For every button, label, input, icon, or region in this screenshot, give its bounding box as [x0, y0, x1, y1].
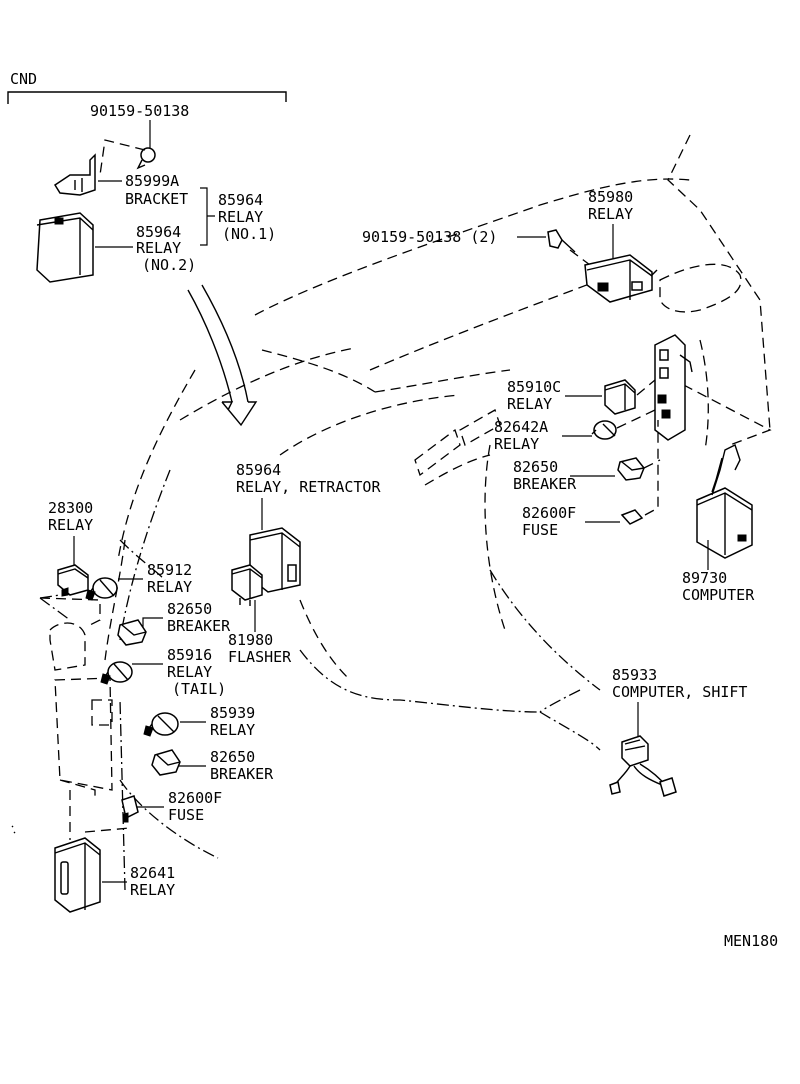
part-number: 85964	[236, 461, 281, 479]
part-82600f-fuse-right: 82600F FUSE	[522, 420, 659, 539]
direction-arrow	[187, 284, 258, 427]
part-85999a-bracket: 85999A BRACKET	[53, 153, 188, 208]
part-name: RELAY	[147, 578, 192, 596]
part-85964-relay-no2: 85964 RELAY (NO.2)	[36, 212, 196, 283]
vehicle-body-centerlines	[39, 469, 601, 891]
part-name: RELAY	[130, 881, 175, 899]
part-number: 85910C	[507, 378, 561, 396]
part-name: BREAKER	[210, 765, 274, 783]
part-number: 90159-50138 (2)	[362, 228, 497, 246]
part-name: COMPUTER, SHIFT	[612, 683, 747, 701]
part-name: BREAKER	[513, 475, 577, 493]
part-name: RELAY	[218, 208, 263, 226]
part-number: 81980	[228, 631, 273, 649]
part-85939-relay: 85939 RELAY	[143, 704, 255, 739]
part-number: 82600F	[168, 789, 222, 807]
part-number: 82641	[130, 864, 175, 882]
part-name: RELAY	[210, 721, 255, 739]
part-name: BREAKER	[167, 617, 231, 635]
part-85916-relay-tail: 85916 RELAY (TAIL)	[100, 646, 226, 698]
part-number: 85916	[167, 646, 212, 664]
part-85964-relay-no1: 85964 RELAY (NO.1)	[200, 187, 276, 246]
part-name: RELAY	[507, 395, 552, 413]
part-name: RELAY	[588, 205, 633, 223]
part-number: 85933	[612, 666, 657, 684]
part-85933-computer-shift: 85933 COMPUTER, SHIFT	[609, 666, 747, 797]
part-number: 89730	[682, 569, 727, 587]
part-name: RELAY	[136, 239, 181, 257]
part-number: 82600F	[522, 504, 576, 522]
part-number: 82642A	[494, 418, 548, 436]
part-name: RELAY	[167, 663, 212, 681]
part-name: FUSE	[168, 806, 204, 824]
part-name: RELAY	[494, 435, 539, 453]
part-82641-relay: 82641 RELAY	[54, 837, 175, 913]
part-82650-breaker-right: 82650 BREAKER	[513, 457, 661, 493]
part-name: BRACKET	[125, 190, 188, 208]
part-note: (NO.2)	[142, 256, 196, 274]
part-85912-relay: 85912 RELAY	[85, 561, 192, 601]
part-number: 85939	[210, 704, 255, 722]
part-82650-breaker-left-2: 82650 BREAKER	[151, 748, 274, 783]
part-name: RELAY, RETRACTOR	[236, 478, 381, 496]
part-89730-computer: 89730 COMPUTER	[682, 444, 755, 604]
right-fuse-block	[654, 334, 693, 441]
part-number: 82650	[210, 748, 255, 766]
part-90159-top: 90159-50138	[90, 102, 189, 176]
left-fuse-box-outline	[39, 597, 131, 840]
part-85980-relay: 85980 RELAY	[584, 188, 658, 303]
part-name: COMPUTER	[682, 586, 755, 604]
part-82600f-fuse-left: 82600F FUSE	[121, 789, 222, 824]
part-name: FUSE	[522, 521, 558, 539]
cnd-label: CND	[10, 70, 37, 88]
part-number: 85912	[147, 561, 192, 579]
part-number: 85964	[218, 191, 263, 209]
part-81980-flasher: 81980 FLASHER	[228, 564, 292, 666]
part-number: 90159-50138	[90, 102, 189, 120]
part-90159-mid: 90159-50138 (2)	[362, 228, 591, 266]
part-number: 85999A	[125, 172, 179, 190]
cnd-group: CND	[7, 70, 287, 104]
drawing-code: MEN180	[724, 932, 778, 950]
stray-mark	[11, 825, 16, 834]
part-note: (NO.1)	[222, 225, 276, 243]
part-name: FLASHER	[228, 648, 292, 666]
part-82650-breaker-left-1: 82650 BREAKER	[117, 600, 231, 646]
part-number: 82650	[167, 600, 212, 618]
part-number: 85964	[136, 223, 181, 241]
part-85910c-relay: 85910C RELAY	[507, 378, 656, 415]
part-note: (TAIL)	[172, 680, 226, 698]
part-number: 28300	[48, 499, 93, 517]
part-name: RELAY	[48, 516, 93, 534]
vehicle-body-outline	[104, 134, 772, 681]
part-82642a-relay: 82642A RELAY	[494, 409, 656, 453]
part-number: 82650	[513, 458, 558, 476]
part-28300-relay: 28300 RELAY	[48, 499, 93, 597]
part-number: 85980	[588, 188, 633, 206]
